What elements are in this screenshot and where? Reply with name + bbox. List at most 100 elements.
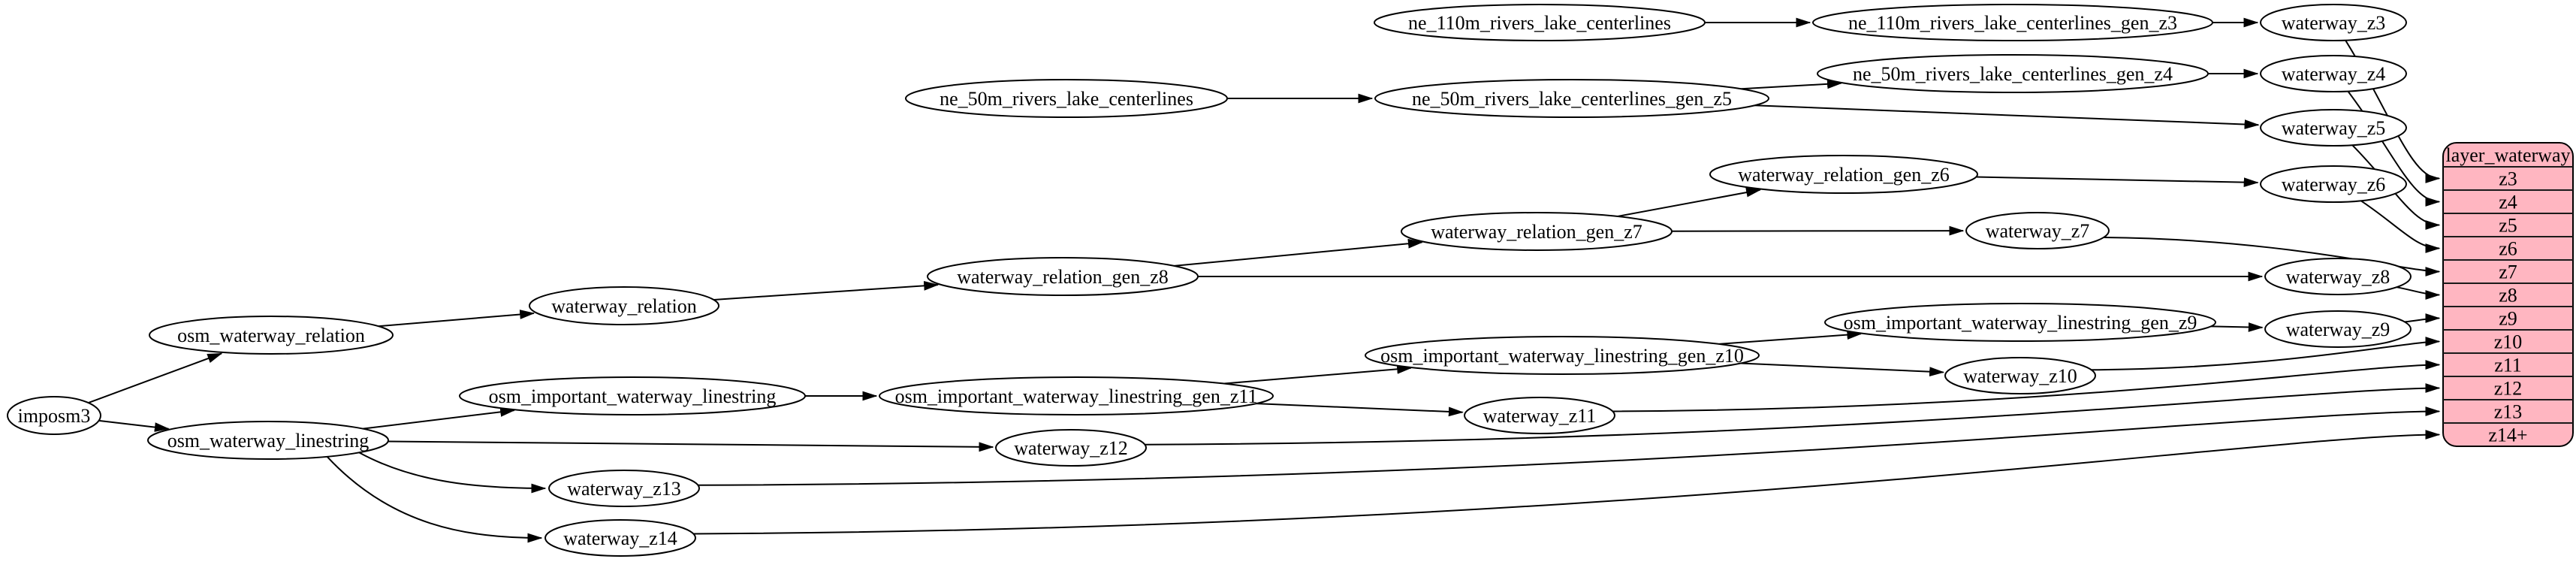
edge-waterway_z8-to-layer-z8 [2397, 286, 2441, 300]
edge-imposm3-to-osm_waterway_relation [88, 352, 223, 404]
node-label: imposm3 [18, 405, 91, 427]
edge-waterway_z9-to-layer-z9 [2404, 313, 2441, 323]
node-ellipse [2264, 258, 2412, 295]
node-waterway_z3: waterway_z3 [2260, 4, 2407, 41]
layer-table-row-z11: z11 [2494, 355, 2522, 376]
node-waterway_z8: waterway_z8 [2264, 258, 2412, 295]
node-osm_important_waterway_linestring_gen_z10: osm_important_waterway_linestring_gen_z1… [1365, 336, 1760, 375]
node-label: waterway_z6 [2282, 174, 2386, 195]
node-waterway_z7: waterway_z7 [1965, 212, 2110, 249]
node-waterway_z5: waterway_z5 [2260, 109, 2407, 147]
node-label: waterway_z13 [567, 478, 681, 500]
node-ellipse [1709, 155, 1978, 194]
node-label: waterway_relation_gen_z7 [1431, 221, 1642, 243]
layer-table-row-z8: z8 [2499, 285, 2517, 307]
node-ne_110m_rivers_lake_centerlines_gen_z3: ne_110m_rivers_lake_centerlines_gen_z3 [1812, 4, 2213, 41]
layer-table-row-z3: z3 [2499, 168, 2517, 190]
node-ellipse [1824, 303, 2216, 342]
node-label: waterway_z4 [2282, 63, 2386, 85]
node-osm_waterway_relation: osm_waterway_relation [149, 316, 394, 355]
node-label: waterway_z3 [2282, 12, 2386, 34]
node-ellipse [2260, 4, 2407, 41]
layer-table-row-z5: z5 [2499, 215, 2517, 237]
node-waterway_z13: waterway_z13 [548, 470, 700, 507]
edge-waterway_z7-to-layer-z7 [2104, 237, 2441, 276]
edge-waterway_relation_gen_z8-to-waterway_relation_gen_z7 [1174, 238, 1423, 267]
edge-waterway_relation_gen_z7-to-waterway_relation_gen_z6 [1617, 187, 1762, 217]
node-ellipse [1464, 397, 1615, 434]
node-waterway_z11: waterway_z11 [1464, 397, 1615, 434]
node-ellipse [879, 376, 1274, 415]
edge-waterway_relation_gen_z6-to-waterway_z6 [1976, 176, 2259, 188]
node-ellipse [548, 470, 700, 507]
node-ellipse [1374, 4, 1706, 41]
node-ellipse [459, 376, 806, 415]
edge-osm_important_waterway_linestring_gen_z9-to-waterway_z9 [2210, 322, 2264, 332]
node-waterway_relation: waterway_relation [529, 286, 719, 325]
node-waterway_relation_gen_z6: waterway_relation_gen_z6 [1709, 155, 1978, 194]
edge-osm_waterway_linestring-to-waterway_z14 [326, 456, 543, 543]
node-ellipse [2260, 109, 2407, 147]
node-ellipse [2260, 165, 2407, 203]
layer-table-title: layer_waterway [2445, 144, 2570, 166]
node-label: waterway_relation_gen_z8 [957, 266, 1169, 288]
layer-table-row-z9: z9 [2499, 308, 2517, 330]
layer-table-row-z4: z4 [2499, 192, 2517, 213]
node-label: waterway_z9 [2286, 319, 2390, 340]
node-label: ne_110m_rivers_lake_centerlines [1408, 12, 1671, 34]
edge-osm_important_waterway_linestring_gen_z11-to-osm_important_waterway_linestring_gen_z10 [1224, 364, 1413, 385]
node-label: waterway_z12 [1014, 437, 1128, 459]
edge-osm_important_waterway_linestring_gen_z11-to-waterway_z11 [1256, 403, 1464, 417]
layer-table-row-z6: z6 [2499, 238, 2517, 260]
node-ellipse [544, 519, 696, 557]
node-osm_waterway_linestring: osm_waterway_linestring [147, 421, 389, 460]
node-waterway_z10: waterway_z10 [1944, 357, 2096, 394]
node-ne_50m_rivers_lake_centerlines_gen_z4: ne_50m_rivers_lake_centerlines_gen_z4 [1817, 54, 2209, 93]
edge-waterway_z14-to-layer-z14+ [693, 430, 2441, 535]
node-label: waterway_z10 [1963, 365, 2077, 387]
edge-waterway_z11-to-layer-z11 [1612, 360, 2441, 412]
node-label: ne_50m_rivers_lake_centerlines [940, 88, 1193, 110]
node-waterway_z9: waterway_z9 [2264, 310, 2412, 348]
node-ellipse [7, 396, 101, 435]
node-label: osm_important_waterway_linestring_gen_z1… [1380, 345, 1744, 367]
layer-table-row-z12: z12 [2494, 378, 2523, 400]
node-ellipse [2260, 55, 2407, 92]
node-osm_important_waterway_linestring: osm_important_waterway_linestring [459, 376, 806, 415]
edge-waterway_z5-to-layer-z5 [2351, 144, 2441, 230]
node-label: osm_important_waterway_linestring_gen_z1… [895, 385, 1258, 407]
node-ne_110m_rivers_lake_centerlines: ne_110m_rivers_lake_centerlines [1374, 4, 1706, 41]
node-waterway_z14: waterway_z14 [544, 519, 696, 557]
edge-waterway_z6-to-layer-z6 [2360, 200, 2441, 253]
node-label: ne_110m_rivers_lake_centerlines_gen_z3 [1848, 12, 2177, 34]
edge-osm_waterway_linestring-to-osm_important_waterway_linestring [363, 406, 516, 430]
node-label: osm_important_waterway_linestring [489, 385, 777, 407]
node-ellipse [905, 79, 1228, 118]
node-ellipse [927, 257, 1199, 296]
node-ellipse [1365, 336, 1760, 375]
node-label: waterway_relation [551, 295, 696, 317]
node-ellipse [1944, 357, 2096, 394]
edge-waterway_z12-to-layer-z12 [1145, 383, 2441, 446]
node-waterway_relation_gen_z8: waterway_relation_gen_z8 [927, 257, 1199, 296]
edge-waterway_z10-to-layer-z10 [2091, 337, 2441, 371]
node-ellipse [149, 316, 394, 355]
layer-table-row-z14+: z14+ [2488, 425, 2527, 446]
edge-osm_waterway_linestring-to-waterway_z13 [358, 452, 547, 494]
node-label: osm_waterway_linestring [167, 430, 370, 452]
node-waterway_z12: waterway_z12 [995, 429, 1147, 467]
edge-osm_important_waterway_linestring_gen_z10-to-osm_important_waterway_linestring_gen_z9 [1718, 330, 1863, 345]
node-waterway_relation_gen_z7: waterway_relation_gen_z7 [1401, 212, 1673, 251]
edges-layer [88, 17, 2441, 543]
edge-osm_important_waterway_linestring_gen_z10-to-waterway_z10 [1740, 362, 1945, 377]
node-osm_important_waterway_linestring_gen_z9: osm_important_waterway_linestring_gen_z9 [1824, 303, 2216, 342]
node-waterway_z6: waterway_z6 [2260, 165, 2407, 203]
node-label: ne_50m_rivers_lake_centerlines_gen_z5 [1412, 88, 1732, 110]
edge-osm_waterway_linestring-to-waterway_z12 [388, 440, 994, 452]
node-label: waterway_z11 [1483, 405, 1597, 427]
layer-table-row-z7: z7 [2499, 261, 2517, 283]
node-label: waterway_z5 [2282, 117, 2386, 139]
edge-waterway_z13-to-layer-z13 [698, 406, 2441, 486]
